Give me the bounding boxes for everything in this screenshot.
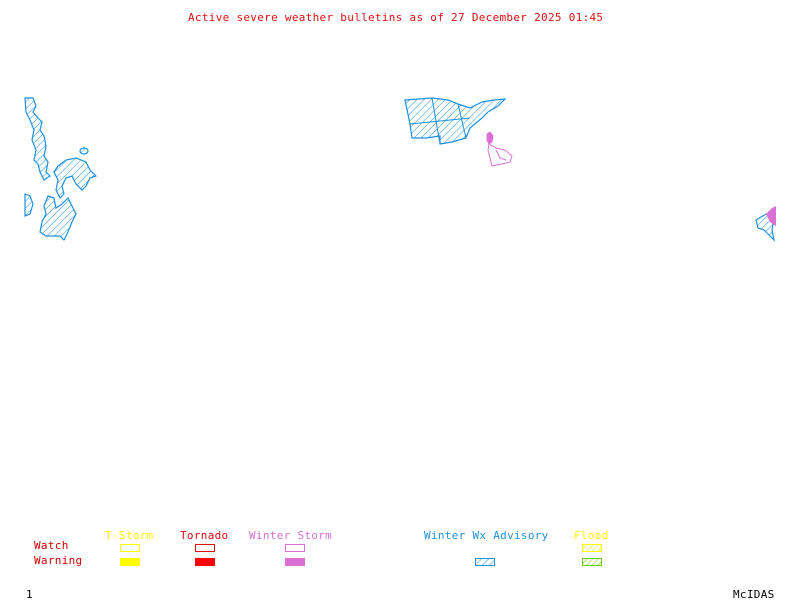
legend-flood-warning-swatch — [582, 558, 602, 566]
winter-storm-warning-east — [766, 206, 776, 226]
frame-number: 1 — [26, 588, 33, 601]
bulletin-title: Active severe weather bulletins as of 27… — [188, 11, 604, 24]
legend-winter-storm-label: Winter Storm — [249, 529, 333, 542]
legend-tstorm-watch-swatch — [120, 544, 140, 552]
legend-tornado-warning-swatch — [195, 558, 215, 566]
winter-storm-central — [486, 131, 513, 167]
legend-flood-label: Flood — [574, 529, 609, 542]
winter-wx-advisory-central — [404, 97, 507, 145]
legend-winter-wx-advisory-label: Winter Wx Advisory — [424, 529, 549, 542]
legend-tstorm-warning-swatch — [120, 558, 140, 566]
legend-winter-storm-watch-swatch — [285, 544, 305, 552]
winter-wx-advisory-west — [24, 97, 98, 242]
legend-winter-wx-advisory-swatch — [475, 558, 495, 566]
legend-row-warning: Warning — [34, 554, 83, 567]
software-label: McIDAS — [733, 588, 775, 601]
legend-tornado-label: Tornado — [180, 529, 229, 542]
legend-flood-watch-swatch — [582, 544, 602, 552]
legend-winter-storm-warning-swatch — [285, 558, 305, 566]
legend-tstorm-label: T-Storm — [105, 529, 154, 542]
legend-tornado-watch-swatch — [195, 544, 215, 552]
legend-row-watch: Watch — [34, 539, 69, 552]
